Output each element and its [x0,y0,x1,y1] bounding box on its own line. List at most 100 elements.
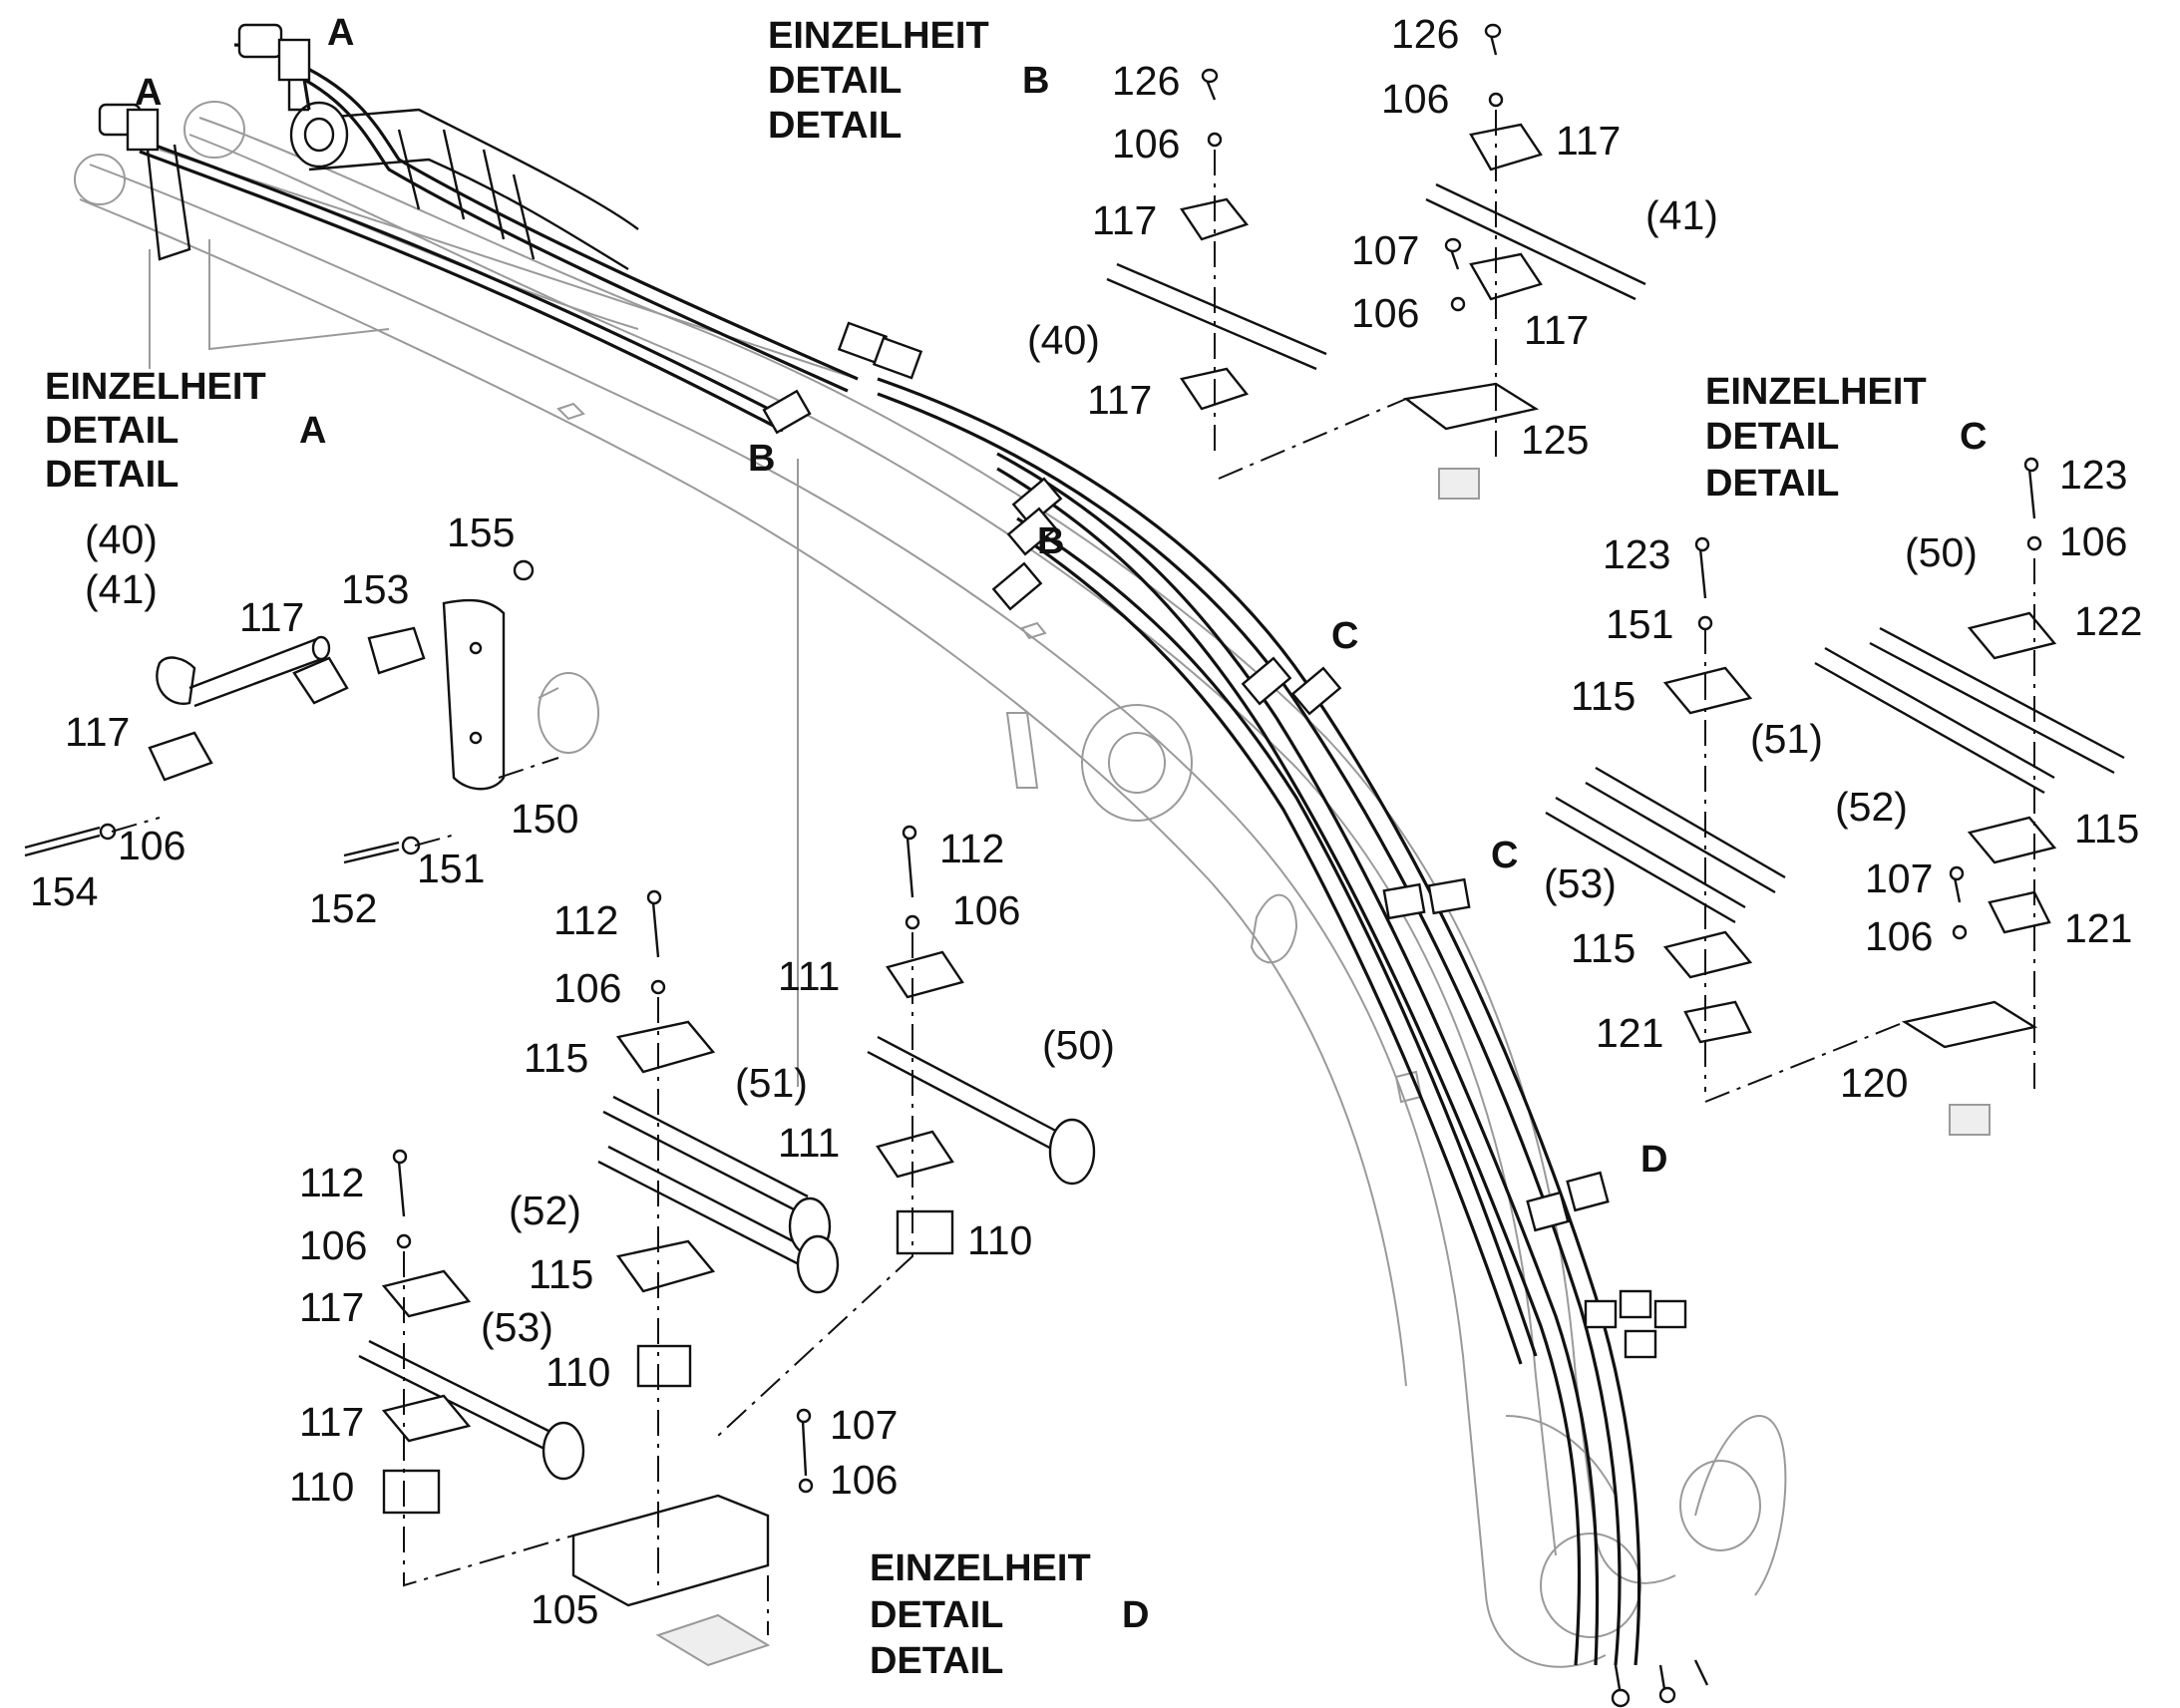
svg-text:DETAIL: DETAIL [45,410,179,452]
top-fittings [98,23,311,261]
svg-text:153: 153 [341,566,409,612]
svg-text:(52): (52) [509,1188,581,1233]
svg-text:DETAIL: DETAIL [768,60,902,102]
svg-text:(53): (53) [481,1304,553,1350]
svg-text:150: 150 [511,796,578,842]
svg-text:(51): (51) [735,1060,808,1106]
svg-text:112: 112 [939,826,1004,871]
svg-text:D: D [1640,1139,1667,1181]
callout-letters: A A B B C C D [135,12,1667,1181]
pipe-run-a-to-b [139,43,859,433]
svg-text:115: 115 [1571,925,1635,971]
detail-b-header: EINZELHEIT DETAIL B DETAIL [768,15,1049,147]
hose-ends [1611,1659,1709,1708]
detail-d-parts [358,825,1096,1667]
svg-text:A: A [327,12,354,54]
detail-d-numbers: 112 106 112 106 111 115 (51) (50) 111 (5… [289,826,1115,1632]
svg-text:106: 106 [952,887,1020,933]
svg-text:110: 110 [289,1464,354,1510]
detail-b-parts [1106,23,1646,500]
svg-text:C: C [1960,416,1987,458]
svg-text:111: 111 [778,1120,840,1166]
svg-text:106: 106 [553,965,621,1011]
svg-text:122: 122 [2074,598,2142,644]
svg-text:EINZELHEIT: EINZELHEIT [45,366,266,408]
svg-text:B: B [1037,520,1064,562]
svg-text:117: 117 [299,1284,364,1330]
svg-text:107: 107 [830,1402,898,1448]
svg-text:A: A [135,72,162,114]
svg-text:107: 107 [1865,855,1933,901]
svg-text:106: 106 [299,1222,367,1268]
svg-text:106: 106 [1381,76,1449,122]
svg-text:117: 117 [239,594,304,640]
svg-text:115: 115 [529,1251,593,1297]
svg-text:112: 112 [299,1160,364,1205]
detail-a-header: EINZELHEIT DETAIL A DETAIL [45,366,326,496]
detail-b-numbers: 126 106 117 (40) 117 126 106 117 (41) 10… [1027,11,1718,463]
svg-text:115: 115 [1571,673,1635,719]
svg-text:(52): (52) [1835,784,1908,830]
svg-text:105: 105 [531,1586,598,1632]
svg-text:EINZELHEIT: EINZELHEIT [768,15,989,57]
svg-text:115: 115 [2074,806,2139,852]
svg-text:(50): (50) [1905,529,1978,575]
svg-text:151: 151 [1606,601,1673,647]
svg-text:A: A [299,410,326,452]
svg-text:121: 121 [1596,1010,1663,1056]
svg-text:DETAIL: DETAIL [768,105,902,147]
svg-text:120: 120 [1840,1060,1908,1106]
svg-text:151: 151 [417,846,485,891]
svg-text:(40): (40) [1027,317,1100,363]
svg-text:(51): (51) [1750,716,1823,762]
boom-clamps [762,321,1687,1359]
svg-text:106: 106 [2059,518,2127,564]
svg-text:EINZELHEIT: EINZELHEIT [1705,371,1927,413]
detail-c-parts [1545,457,2125,1136]
svg-text:117: 117 [1092,197,1157,243]
svg-text:110: 110 [545,1349,610,1395]
svg-text:110: 110 [967,1217,1032,1263]
svg-text:106: 106 [830,1457,898,1503]
svg-text:107: 107 [1351,227,1419,273]
svg-text:DETAIL: DETAIL [1705,463,1839,505]
svg-text:B: B [748,438,775,480]
detail-d-header: EINZELHEIT DETAIL D DETAIL [870,1547,1149,1682]
svg-text:117: 117 [1556,118,1621,164]
svg-text:EINZELHEIT: EINZELHEIT [870,1547,1091,1589]
svg-text:DETAIL: DETAIL [870,1640,1003,1682]
svg-text:B: B [1022,60,1049,102]
svg-text:117: 117 [1087,377,1152,423]
svg-text:126: 126 [1112,58,1180,104]
svg-text:121: 121 [2064,905,2132,951]
svg-text:154: 154 [30,868,98,914]
boom-body [74,101,1787,1668]
svg-text:106: 106 [118,823,185,868]
svg-text:117: 117 [1524,307,1589,353]
svg-text:155: 155 [447,510,515,555]
svg-text:126: 126 [1391,11,1459,57]
svg-text:111: 111 [778,953,840,999]
pipe-run-b-to-d [877,377,1641,1666]
svg-text:(50): (50) [1042,1022,1115,1068]
svg-text:106: 106 [1351,290,1419,336]
svg-text:DETAIL: DETAIL [870,1594,1003,1636]
svg-text:DETAIL: DETAIL [45,454,179,496]
svg-text:117: 117 [299,1399,364,1445]
detail-a-parts [24,559,559,864]
svg-text:D: D [1122,1594,1149,1636]
svg-text:112: 112 [553,897,618,943]
detail-c-numbers: 123 106 (50) 122 123 151 115 (51) (52) (… [1544,452,2142,1106]
svg-text:(41): (41) [1645,192,1718,238]
svg-text:(40): (40) [85,516,158,562]
svg-text:123: 123 [2059,452,2127,498]
svg-text:115: 115 [524,1035,588,1081]
detail-c-header: EINZELHEIT DETAIL C DETAIL [1705,371,1987,505]
svg-text:C: C [1331,615,1358,657]
svg-text:152: 152 [309,885,377,931]
svg-text:106: 106 [1112,121,1180,167]
svg-text:(53): (53) [1544,860,1617,906]
svg-text:125: 125 [1521,417,1589,463]
